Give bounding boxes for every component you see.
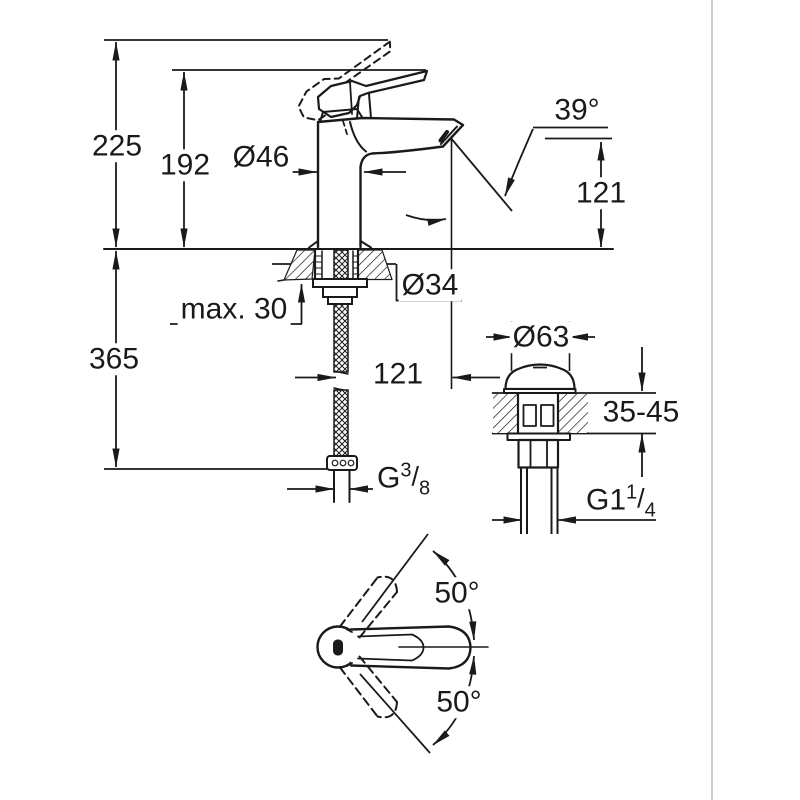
mounting-washer — [312, 278, 368, 288]
flexible-hose — [333, 249, 349, 373]
spout-outlet — [440, 125, 458, 145]
waste-thread-slash: / — [637, 483, 645, 514]
dim-max-deck-thickness: max. 30 — [177, 293, 291, 325]
lever-rotated-dashed — [339, 575, 398, 719]
dim-stream-angle: 39° — [551, 94, 603, 126]
dim-spout-reach: 121 — [369, 358, 427, 390]
waste-thread-numerator: 1 — [626, 481, 638, 504]
deck-section-right — [357, 249, 393, 281]
supply-thread-numerator: 3 — [400, 459, 412, 482]
supply-tube — [333, 469, 351, 503]
supply-thread-denominator: 8 — [418, 477, 431, 500]
dim-lever-swing-lower: 50° — [433, 686, 485, 718]
hose-connector-nut — [326, 455, 358, 471]
dim-hose-length: 365 — [85, 343, 143, 375]
dimension-lines — [104, 39, 656, 754]
dim-shank-diameter: Ø34 — [398, 269, 462, 301]
dim-total-height: 225 — [88, 130, 146, 162]
flexible-hose-lower — [333, 389, 349, 458]
lever-head-slot — [333, 639, 343, 656]
faucet-side-view — [103, 40, 614, 250]
dim-body-height: 192 — [156, 149, 214, 181]
popup-waste-view — [492, 363, 656, 534]
dim-waste-cap-diameter: Ø63 — [509, 321, 573, 353]
supply-thread-slash: / — [411, 461, 419, 492]
dim-waste-thread: G11/4 — [583, 481, 659, 521]
waste-tailpipe — [520, 467, 559, 534]
dim-supply-thread: G3/8 — [374, 459, 434, 499]
mounting-nut — [322, 286, 358, 298]
waste-cap — [504, 363, 576, 391]
waste-locknut — [517, 438, 560, 469]
supply-thread-prefix: G — [377, 461, 401, 495]
faucet-body — [316, 116, 465, 249]
dim-lever-swing-upper: 50° — [431, 577, 483, 609]
dim-deck-thickness-range: 35-45 — [599, 396, 683, 428]
waste-thread-denominator: 4 — [644, 499, 656, 522]
lever-raised-dashed — [297, 40, 392, 122]
dim-spout-height: 121 — [572, 177, 630, 209]
lever-top-view — [316, 575, 489, 719]
waste-thread-prefix: G1 — [586, 483, 627, 517]
lever-handle — [316, 69, 429, 119]
waste-body — [516, 393, 560, 433]
deck-section-left — [283, 249, 316, 281]
dim-body-diameter: Ø46 — [229, 141, 293, 173]
faucet-mounting — [277, 248, 393, 503]
